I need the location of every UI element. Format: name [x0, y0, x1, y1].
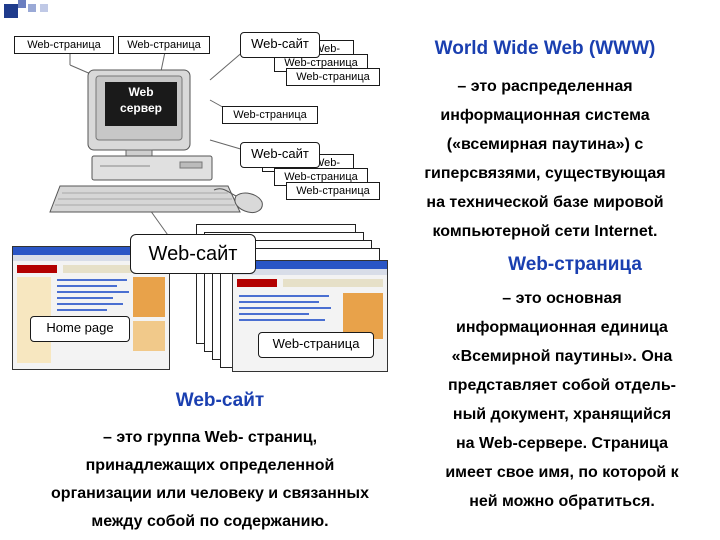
www-line-6: компьютерной сети Internet. [432, 223, 658, 240]
webpage-line-2: информационная единица [456, 319, 668, 336]
website-definition: – это группа Web- страниц, принадлежащих… [6, 424, 414, 536]
web-page-box-top-2: Web-страница [118, 36, 210, 54]
home-page-label: Home page [30, 316, 130, 342]
webpage-line-8: ней можно обратиться. [469, 493, 655, 510]
webpage-line-6: на Web-сервере. Страница [456, 435, 668, 452]
website-line-3: организации или человеку и связанных [51, 485, 369, 502]
web-site-label-top: Web-сайт [240, 32, 320, 58]
website-title: Web-сайт [175, 390, 265, 411]
www-line-3: («всемирная паутина») с [446, 136, 644, 153]
www-definition: – это распределенная информационная сист… [392, 72, 698, 246]
website-line-2: принадлежащих определенной [85, 457, 335, 474]
www-line-1: – это распределенная [457, 78, 633, 95]
www-line-4: гиперсвязями, существующая [424, 165, 666, 182]
webpage-definition: – это основная информационная единица «В… [410, 284, 714, 516]
web-page-label-bottom: Web-страница [258, 332, 374, 358]
www-line-5: на технической базе мировой [426, 194, 664, 211]
site-mid-page-3: Web-страница [286, 182, 380, 200]
decor-square-3 [28, 4, 36, 12]
decor-square-4 [40, 4, 48, 12]
server-label-line1: Web [128, 85, 154, 99]
webpage-line-3: «Всемирной паутины». Она [451, 348, 673, 365]
webpage-line-5: ный документ, хранящийся [452, 406, 672, 423]
server-label: Web сервер [105, 84, 177, 116]
website-line-4: между собой по содержанию. [91, 513, 329, 530]
decor-square-2 [18, 0, 26, 8]
web-site-label-mid: Web-сайт [240, 142, 320, 168]
web-page-thumbnail [233, 261, 387, 339]
site-top-page-3: Web-страница [286, 68, 380, 86]
server-label-line2: сервер [120, 101, 162, 115]
site-top-page-2: Web-страница [274, 54, 368, 72]
webpage-line-4: представляет собой отдель- [448, 377, 676, 394]
webpage-line-7: имеет свое имя, по которой к [445, 464, 679, 481]
web-page-box-top-1: Web-страница [14, 36, 114, 54]
site-mid-page-2: Web-страница [274, 168, 368, 186]
website-line-1: – это группа Web- страниц, [102, 429, 318, 446]
server-computer-icon [49, 69, 263, 213]
webpage-line-1: – это основная [502, 290, 622, 307]
www-title: World Wide Web (WWW) [434, 38, 656, 59]
decor-square-1 [4, 4, 18, 18]
webpage-title: Web-страница [508, 254, 642, 275]
web-site-label-big: Web-сайт [130, 234, 256, 274]
web-page-box-mid: Web-страница [222, 106, 318, 124]
www-line-2: информационная система [440, 107, 650, 124]
